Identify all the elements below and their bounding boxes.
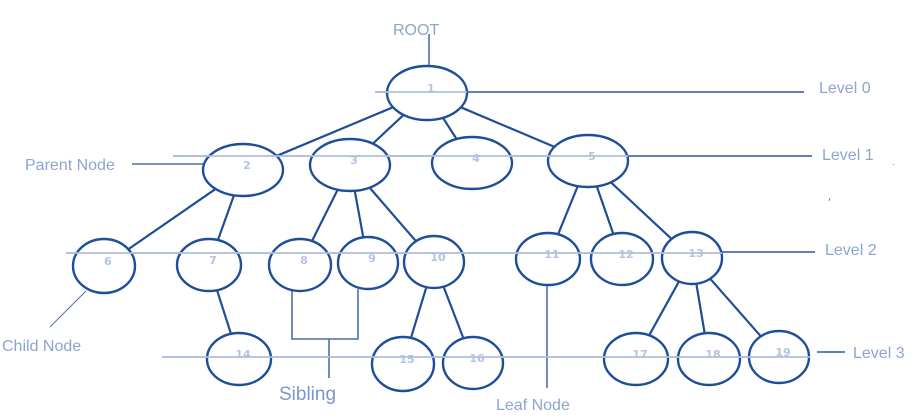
edge-5-12 [595,186,615,235]
edge-1-2 [276,106,394,157]
node-circle [546,133,630,189]
node-circle [370,335,436,393]
node-label: 14 [235,348,251,361]
node-circle [336,235,400,291]
edge-3-8 [311,189,339,242]
node-label: 12 [618,248,633,261]
tree-node-9 [336,235,400,291]
node-circle [676,331,742,387]
node-label: 15 [399,353,414,366]
tree-node-8 [267,237,333,293]
edge-3-9 [353,190,365,238]
node-circle [385,64,469,122]
tree-node-10 [402,234,466,290]
root-label: ROOT [393,22,439,39]
edge-10-16 [442,286,465,339]
node-circle [205,331,273,387]
tree-node-11 [514,231,582,287]
node-circle [267,237,333,293]
node-label: 7 [209,254,217,267]
tree-node-15 [370,335,436,393]
node-circle [201,142,285,198]
level-guides-overlay [66,91,810,358]
edge-1-3 [372,114,405,145]
node-label: 11 [544,248,559,261]
node-label: 6 [104,255,112,268]
edge-2-7 [216,194,235,241]
tree-node-4 [430,135,514,191]
edge-10-15 [409,286,428,339]
tree-node-14 [205,331,273,387]
node-circle [589,231,655,287]
tree-node-18 [676,331,742,387]
node-label: 8 [300,254,308,267]
edge-13-18 [695,283,706,334]
edge-1-4 [441,117,458,140]
tree-node-17 [602,331,670,387]
node-circle [602,331,670,387]
edge-2-6 [127,188,217,251]
node-circle [441,335,505,391]
tree-node-12 [589,231,655,287]
node-label: 1 [427,82,435,95]
sibling-label: Sibling [279,384,336,405]
node-label: 4 [472,152,480,165]
level-2-label: Level 2 [825,242,877,259]
edge-3-10 [368,186,417,242]
edge-13-19 [709,277,762,338]
node-circle [430,135,514,191]
edge-1-5 [460,106,555,148]
edge-7-14 [215,289,233,335]
tree-node-7 [175,237,243,293]
tree-edges [127,106,762,339]
node-label: 19 [775,346,790,359]
stray-mark [828,197,831,202]
node-label: 17 [632,348,647,361]
child-node-pointer [49,290,87,328]
node-circle [402,234,466,290]
parent-node-label: Parent Node [25,157,115,174]
node-label: 2 [243,159,251,172]
node-circle [308,137,392,193]
edge-13-17 [648,280,680,336]
leaf-node-label: Leaf Node [496,397,570,414]
level-0-label: Level 0 [819,80,871,97]
node-label: 10 [430,251,446,264]
node-label: 18 [705,348,720,361]
tree-node-16 [441,335,505,391]
tree-node-1 [385,64,469,122]
tree-node-3 [308,137,392,193]
child-node-label: Child Node [2,338,81,355]
node-circle [175,237,243,293]
node-label: 3 [350,154,358,167]
node-label: 9 [368,252,376,265]
tree-node-13 [660,230,724,286]
level-3-label: Level 3 [853,345,905,362]
stray-mark [892,163,895,166]
level-1-label: Level 1 [822,147,874,164]
sibling-bracket [291,289,359,340]
tree-node-5 [546,133,630,189]
node-circle [514,231,582,287]
annotation-pointers [49,34,548,388]
node-circle [660,230,724,286]
edge-5-11 [557,185,579,235]
tree-node-2 [201,142,285,198]
edge-5-13 [610,181,673,240]
node-label: 16 [469,352,485,365]
tree-nodes: 12345678910111213141516171819 [71,64,811,393]
